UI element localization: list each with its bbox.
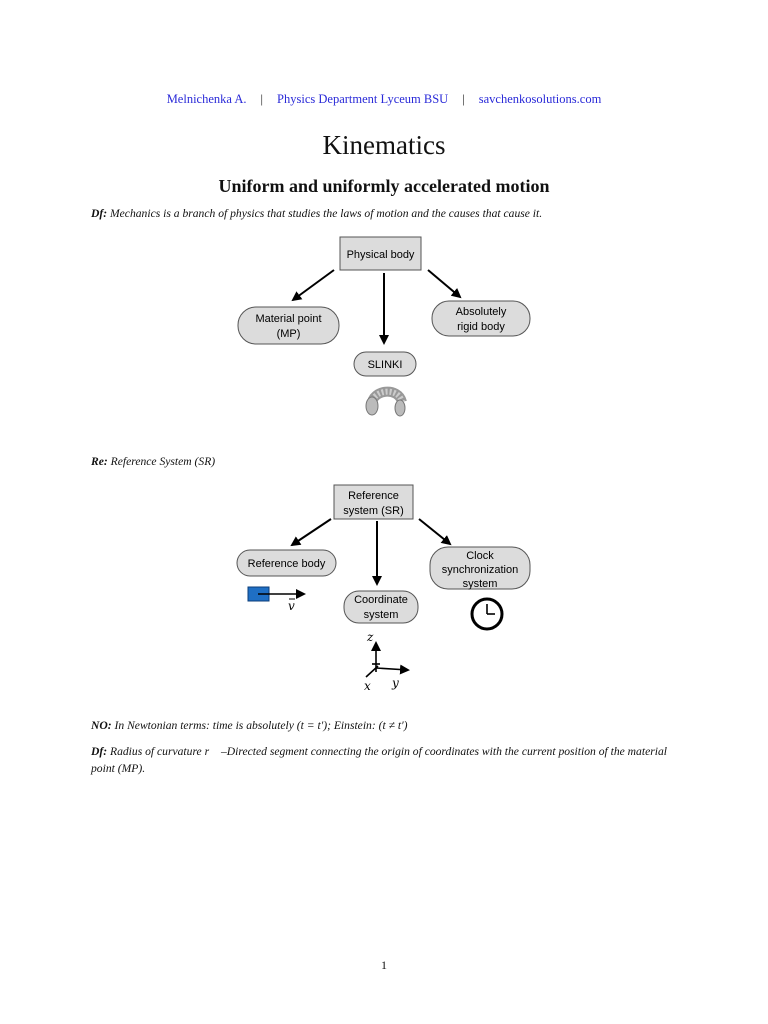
coordinate-axes-icon <box>365 641 410 678</box>
note-text: In Newtonian terms: time is absolutely (… <box>111 719 408 732</box>
physical-body-label: Physical body <box>347 249 415 261</box>
rigid-body-label-line2: rigid body <box>457 321 505 333</box>
reference-body-box <box>236 549 337 577</box>
reference-body-label: Reference body <box>248 558 326 570</box>
reference-system-diagram: Reference system (SR) Reference body Clo… <box>236 484 531 693</box>
page-number: 1 <box>381 958 387 972</box>
clock-system-label-line1: Clock <box>466 550 494 562</box>
clock-icon <box>470 597 504 631</box>
rigid-body-label-line1: Absolutely <box>456 306 507 318</box>
department-name: Physics Department Lyceum BSU <box>277 92 449 106</box>
author-name: Melnichenka A. <box>166 92 247 106</box>
note-time: NO: In Newtonian terms: time is absolute… <box>91 717 691 734</box>
arrow-to-material-point <box>291 269 335 302</box>
axis-z-label: z <box>366 630 374 644</box>
axis-y-label: y <box>391 676 399 690</box>
definition-mechanics: Df: Mechanics is a branch of physics tha… <box>91 205 691 222</box>
note-label: NO: <box>91 719 112 732</box>
header-separator: | <box>462 92 465 106</box>
material-point-box <box>237 306 340 345</box>
definition-text: Mechanics is a branch of physics that st… <box>107 207 543 220</box>
remark-label: Re: <box>91 455 108 468</box>
section-title: Uniform and uniformly accelerated motion <box>218 176 550 196</box>
slinki-box <box>353 351 417 377</box>
remark-text: Reference System (SR) <box>107 455 216 468</box>
clock-system-label-line2: synchronization <box>442 564 518 576</box>
physical-body-diagram: Physical body Material point (MP) Absolu… <box>237 236 531 417</box>
axis-x-label: x <box>364 679 371 693</box>
rigid-body-box <box>431 300 531 337</box>
definition-label: Df: <box>91 745 108 758</box>
material-point-label-line1: Material point <box>255 313 321 325</box>
arrow-to-clock-system <box>418 518 452 546</box>
material-point-label-line2: (MP) <box>277 328 301 340</box>
site-link[interactable]: savchenkosolutions.com <box>478 92 602 106</box>
slinky-icon <box>365 386 407 417</box>
page-header: Melnichenka A. | Physics Department Lyceum… <box>0 92 768 107</box>
velocity-label: v <box>288 599 295 613</box>
clock-system-label-line3: system <box>463 578 498 590</box>
arrow-to-reference-body <box>290 518 332 547</box>
physical-body-box <box>339 236 422 271</box>
header-separator: | <box>260 92 264 106</box>
coordinate-system-box <box>343 590 419 624</box>
remark-reference-system: Re: Reference System (SR) <box>91 453 691 470</box>
clock-system-box <box>429 546 531 590</box>
reference-system-label-line1: Reference <box>348 490 399 502</box>
definition-label: Df: <box>91 207 108 220</box>
reference-system-label-line2: system (SR) <box>343 505 404 517</box>
coordinate-system-label-line1: Coordinate <box>354 594 408 606</box>
page-title: Kinematics <box>322 130 446 160</box>
definition-text: Radius of curvature r⃗ –Directed segment… <box>91 745 667 775</box>
slinki-label: SLINKI <box>368 359 403 371</box>
reference-system-box <box>333 484 414 520</box>
arrow-to-rigid-body <box>427 269 462 299</box>
definition-radius: Df: Radius of curvature r⃗ –Directed seg… <box>91 743 691 777</box>
coordinate-system-label-line2: system <box>364 609 399 621</box>
